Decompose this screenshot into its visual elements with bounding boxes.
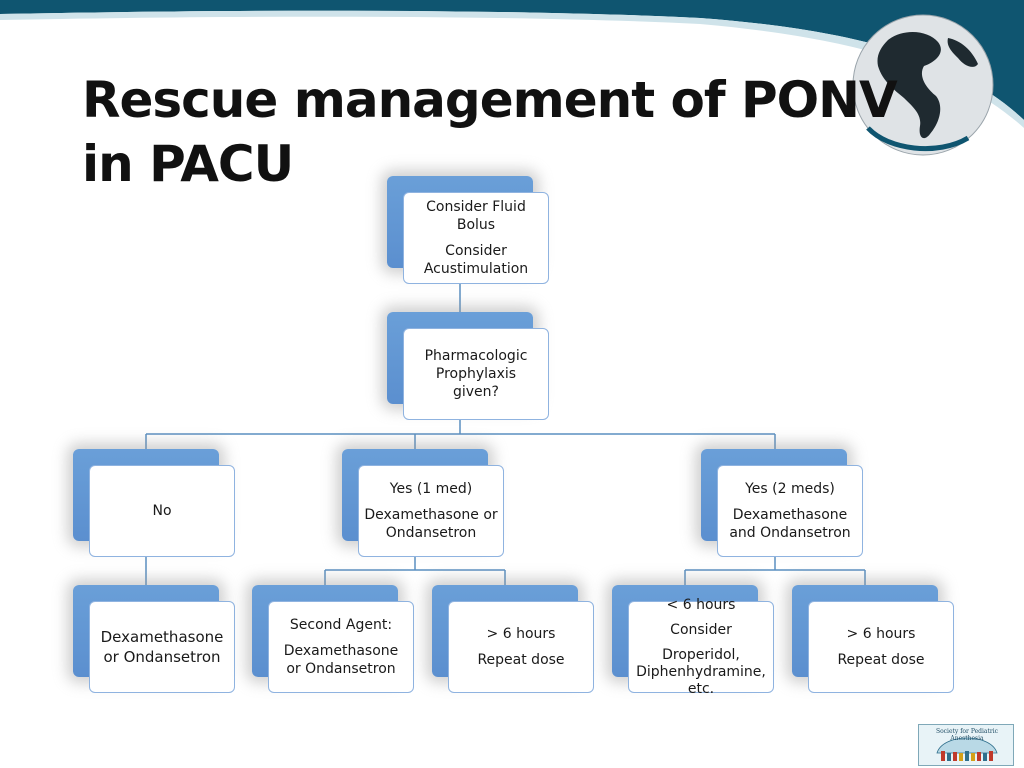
node-text: > 6 hours — [846, 626, 916, 642]
node-text: Yes (1 med) — [389, 481, 473, 497]
globe-icon — [852, 14, 994, 156]
node-text: Dexamethasone or Ondansetron — [283, 643, 399, 677]
page-title: Rescue management of PONV in PACU — [82, 71, 898, 193]
node-text: Yes (2 meds) — [745, 481, 835, 497]
society-logo: Society for Pediatric Anesthesia — [918, 724, 1014, 766]
node-text: Dexamethasone or Ondansetron — [100, 628, 224, 666]
node-text: Consider Acustimulation — [423, 243, 529, 277]
node-text: Consider — [670, 621, 732, 638]
node-text: Pharmacologic Prophylaxis given? — [424, 348, 528, 400]
node-text: Droperidol, Diphenhydramine, etc. — [636, 646, 766, 697]
node-text: Dexamethasone and Ondansetron — [729, 507, 851, 541]
node-text: Repeat dose — [477, 652, 565, 668]
header-band — [0, 0, 1024, 128]
node-text: > 6 hours — [486, 626, 556, 642]
node-text: < 6 hours — [666, 596, 736, 613]
node-text: Second Agent: — [289, 617, 393, 633]
logo-text: Society for Pediatric Anesthesia — [935, 728, 999, 742]
node-text: Repeat dose — [837, 652, 925, 668]
node-text: Consider Fluid Bolus — [426, 199, 526, 233]
node-text: Dexamethasone or Ondansetron — [364, 507, 498, 541]
logo-graphic — [936, 737, 998, 761]
node-text: No — [152, 503, 172, 519]
